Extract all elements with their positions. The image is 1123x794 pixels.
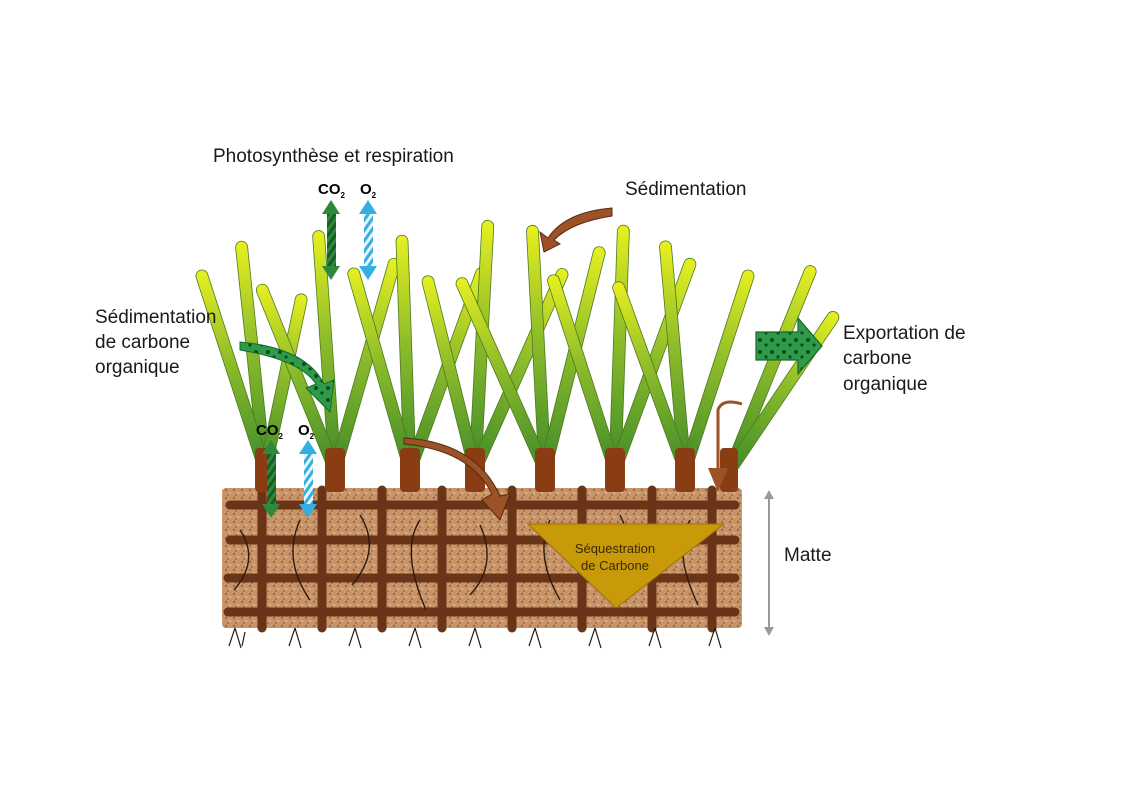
co2-arrow-lower <box>262 440 280 518</box>
organic-sedimentation-arrow <box>239 341 335 414</box>
matte-marker <box>764 490 774 636</box>
right-deposition-arrow <box>708 400 743 492</box>
sedimentation-label: Sédimentation <box>625 179 747 200</box>
co2-label-top: CO2 <box>318 181 345 200</box>
sequestration-triangle <box>526 523 726 609</box>
o2-arrow-top <box>359 200 377 280</box>
export-line-3: organique <box>843 374 928 395</box>
organic-sed-line-1: Sédimentation <box>95 307 217 328</box>
o2-label-top: O2 <box>360 181 377 200</box>
leaf-cluster-2 <box>255 230 401 471</box>
export-arrow <box>755 316 823 376</box>
o2-label-lower: O2 <box>298 422 315 441</box>
matte-label: Matte <box>784 545 832 566</box>
seagrass-leaves <box>195 219 840 472</box>
seq-line-2: de Carbone <box>581 558 649 573</box>
leaf-cluster-1 <box>195 240 308 471</box>
export-line-1: Exportation de <box>843 323 966 344</box>
organic-sed-line-2: de carbone <box>95 332 191 353</box>
seq-line-1: Séquestration <box>574 541 656 556</box>
sediment-burial-arrow <box>403 437 511 521</box>
photosynthesis-label: Photosynthèse et respiration <box>213 146 454 167</box>
leaf-cluster-4 <box>421 219 569 471</box>
o2-arrow-lower <box>299 440 317 518</box>
export-line-2: carbone <box>843 348 912 369</box>
sedimentation-arrow <box>539 207 613 253</box>
leaf-cluster-7 <box>612 240 755 471</box>
co2-label-lower: CO2 <box>256 422 283 441</box>
organic-sed-line-3: organique <box>95 357 180 378</box>
leaf-sheaths <box>255 448 738 492</box>
co2-arrow-top <box>322 200 340 280</box>
